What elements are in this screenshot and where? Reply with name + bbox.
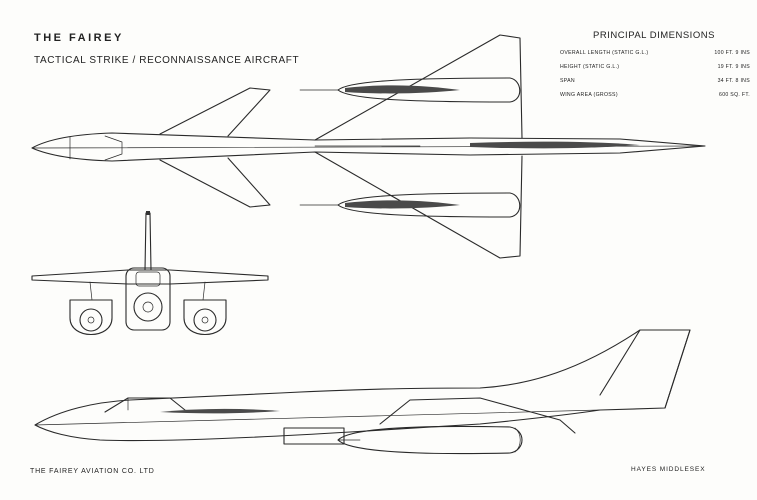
plan-engine-intake-lower — [345, 200, 460, 209]
front-intake — [133, 292, 163, 322]
front-fin-tip — [146, 211, 150, 215]
plan-engine-intake-upper — [345, 85, 460, 94]
plan-foreplane-lower — [159, 157, 271, 208]
plan-canopy — [104, 135, 123, 161]
side-nose-line — [34, 409, 601, 426]
dimension-row: HEIGHT (STATIC G.L.) 19 FT. 9 INS — [560, 60, 750, 74]
front-fin — [144, 212, 152, 271]
front-nacelle-left — [69, 299, 113, 336]
dimension-label: WING AREA (GROSS) — [560, 92, 618, 98]
dimensions-table: OVERALL LENGTH (STATIC G.L.) 100 FT. 9 I… — [560, 46, 750, 102]
dimension-value: 100 FT. 9 INS — [714, 50, 750, 56]
plan-foreplane-upper — [159, 87, 271, 137]
front-pylon-left — [89, 281, 93, 301]
front-nacelle-right — [183, 299, 227, 336]
side-engine-pod — [337, 425, 523, 455]
footer-company: THE FAIREY AVIATION CO. LTD — [30, 468, 155, 475]
front-nacelle-right-hub — [201, 316, 209, 324]
plan-view — [31, 34, 706, 259]
plan-engine-pod-upper — [337, 77, 521, 103]
front-nacelle-right-intake — [193, 308, 217, 332]
dimension-label: OVERALL LENGTH (STATIC G.L.) — [560, 50, 649, 56]
front-intake-inner — [142, 301, 154, 313]
side-wing — [379, 397, 576, 434]
dimension-label: HEIGHT (STATIC G.L.) — [560, 64, 620, 70]
side-engine-nozzle — [514, 427, 521, 453]
footer-location: HAYES MIDDLESEX — [631, 466, 706, 473]
front-nacelle-left-hub — [87, 316, 95, 324]
dimension-row: OVERALL LENGTH (STATIC G.L.) 100 FT. 9 I… — [560, 46, 750, 60]
front-canopy — [135, 271, 161, 287]
dimension-value: 34 FT. 8 INS — [717, 78, 750, 84]
dimension-row: WING AREA (GROSS) 600 SQ. FT. — [560, 88, 750, 102]
plan-fuselage — [31, 132, 706, 162]
plan-dorsal-shading — [470, 141, 640, 149]
side-view — [34, 329, 691, 455]
front-pylon-right — [202, 281, 206, 301]
side-dorsal-shading — [160, 408, 280, 414]
dimension-row: SPAN 34 FT. 8 INS — [560, 74, 750, 88]
front-nacelle-left-intake — [79, 308, 103, 332]
dimensions-heading: PRINCIPAL DIMENSIONS — [593, 30, 715, 41]
title-aircraft-type: TACTICAL STRIKE / RECONNAISSANCE AIRCRAF… — [34, 55, 300, 66]
dimension-label: SPAN — [560, 78, 575, 84]
front-fuselage — [125, 267, 171, 331]
side-fin — [599, 329, 691, 409]
front-view — [31, 211, 269, 336]
side-canopy — [104, 397, 186, 413]
plan-engine-pod-lower — [337, 192, 521, 218]
title-maker: THE FAIREY — [34, 32, 124, 44]
dimension-value: 600 SQ. FT. — [719, 92, 750, 98]
side-fuselage — [34, 329, 691, 442]
dimension-value: 19 FT. 9 INS — [717, 64, 750, 70]
side-ventral-bay — [283, 427, 345, 445]
front-wing — [31, 269, 269, 285]
